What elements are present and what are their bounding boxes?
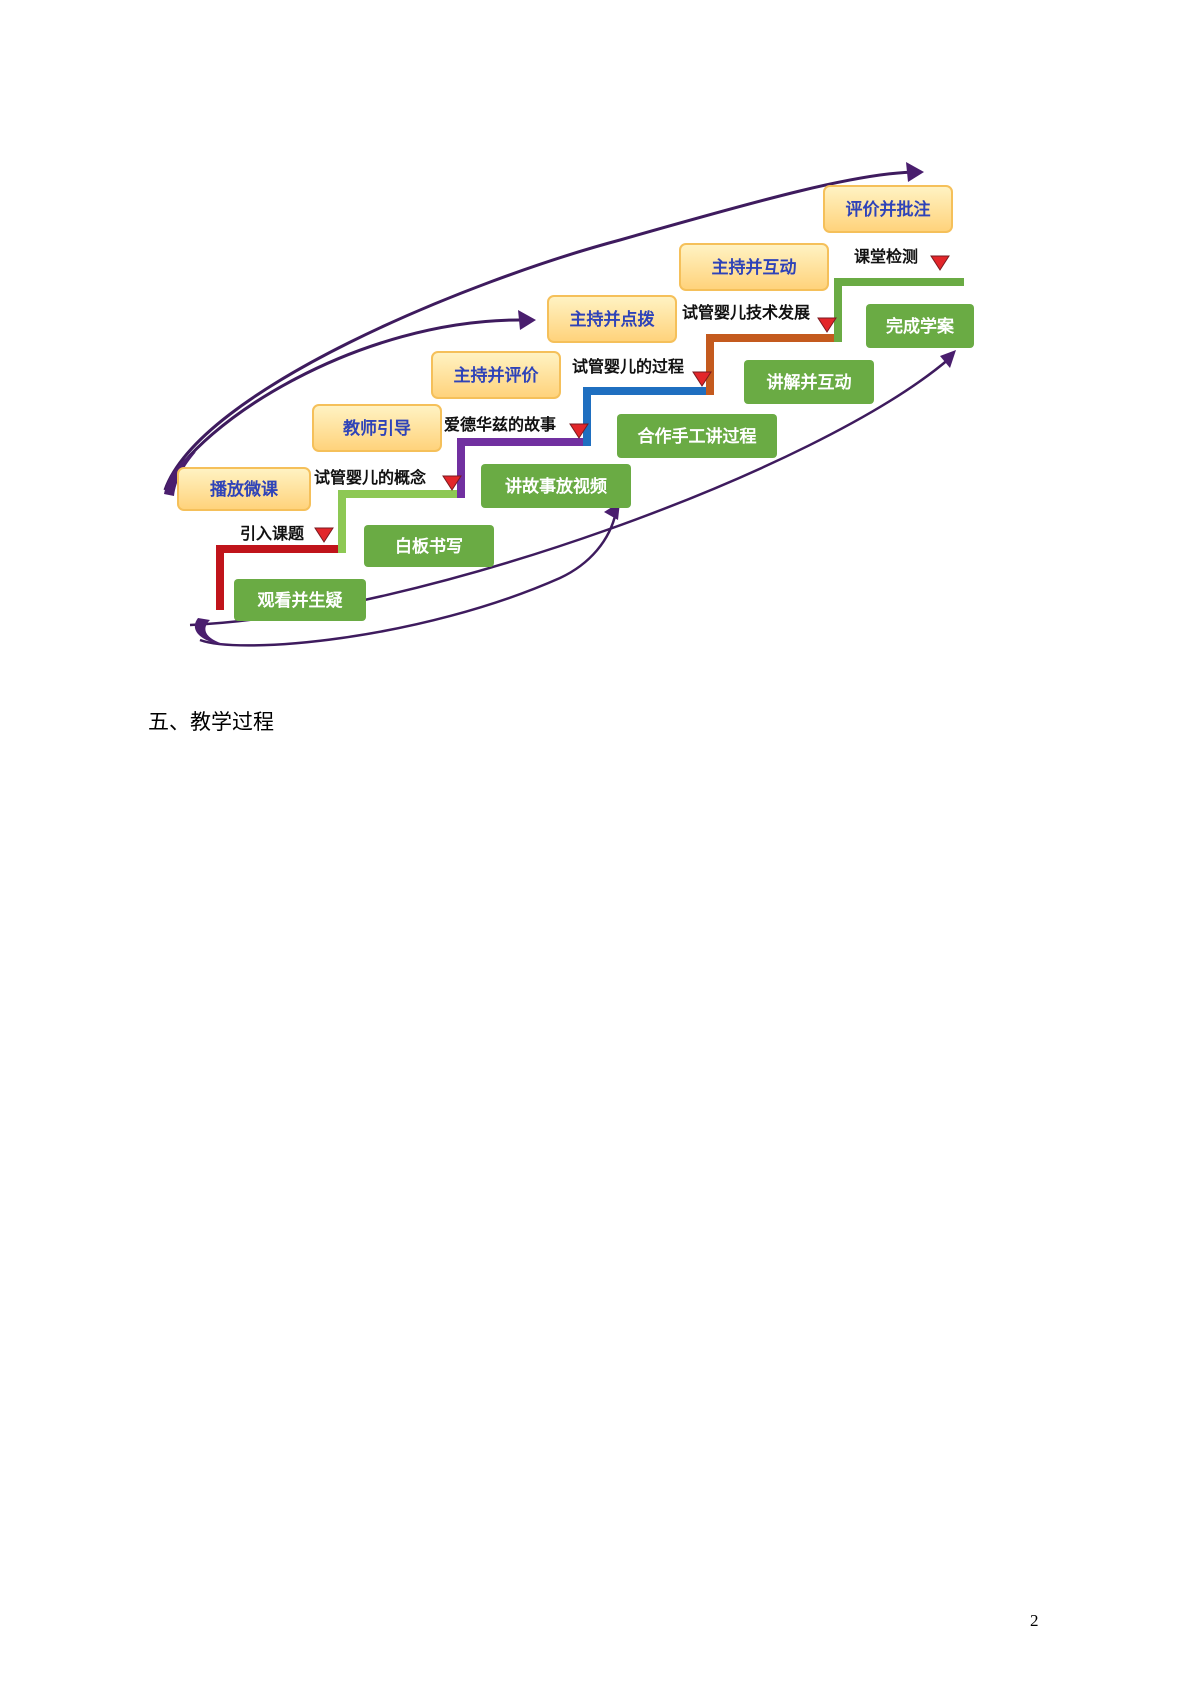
student-step-3-label: 讲故事放视频 [505,476,607,497]
student-step-3: 讲故事放视频 [481,464,631,508]
content-label-4: 试管婴儿的过程 [572,357,684,376]
teacher-step-4: 主持并点拨 [547,295,677,343]
content-label-3: 爱德华兹的故事 [444,415,556,434]
section-heading: 五、教学过程 [148,710,274,734]
marker-3 [569,423,589,439]
student-step-6: 完成学案 [866,304,974,348]
marker-2 [442,475,462,491]
marker-4 [692,371,712,387]
content-label-1: 引入课题 [240,524,305,543]
teacher-step-5-label: 主持并互动 [712,257,797,278]
marker-1 [314,527,334,543]
student-step-2-label: 白板书写 [395,536,463,557]
teacher-step-4-label: 主持并点拨 [570,309,656,330]
student-step-4-label: 合作手工讲过程 [638,426,757,447]
content-label-5: 试管婴儿技术发展 [682,303,811,322]
marker-6 [930,255,950,271]
student-step-6-label: 完成学案 [886,316,955,337]
content-label-6: 课堂检测 [854,247,918,266]
teacher-step-2: 教师引导 [312,404,442,452]
student-steps: 观看并生疑 白板书写 讲故事放视频 合作手工讲过程 讲解并互动 完成学案 [234,304,974,621]
teacher-step-6-label: 评价并批注 [846,199,931,220]
teacher-steps: 播放微课 教师引导 主持并评价 主持并点拨 主持并互动 评价并批注 [177,185,953,511]
teacher-step-6: 评价并批注 [823,185,953,233]
teacher-step-3-label: 主持并评价 [454,365,540,386]
teaching-flow-diagram: 播放微课 教师引导 主持并评价 主持并点拨 主持并互动 评价并批注 引入课题 试… [163,162,974,647]
teacher-step-5: 主持并互动 [679,243,829,291]
teacher-step-2-label: 教师引导 [342,418,411,439]
student-step-1-label: 观看并生疑 [257,590,343,611]
page-number: 2 [1030,1611,1039,1630]
student-step-2: 白板书写 [364,525,494,567]
marker-5 [817,317,837,333]
content-labels: 引入课题 试管婴儿的概念 爱德华兹的故事 试管婴儿的过程 试管婴儿技术发展 课堂… [240,247,918,543]
teacher-step-1: 播放微课 [177,467,311,511]
content-label-2: 试管婴儿的概念 [314,468,427,487]
student-step-4: 合作手工讲过程 [617,414,777,458]
step-markers [314,255,950,543]
student-step-5: 讲解并互动 [744,360,874,404]
teacher-step-1-label: 播放微课 [210,479,279,500]
outer-loop-arrow [163,170,951,647]
teacher-step-3: 主持并评价 [431,351,561,399]
student-step-1: 观看并生疑 [234,579,366,621]
student-step-5-label: 讲解并互动 [767,372,852,393]
